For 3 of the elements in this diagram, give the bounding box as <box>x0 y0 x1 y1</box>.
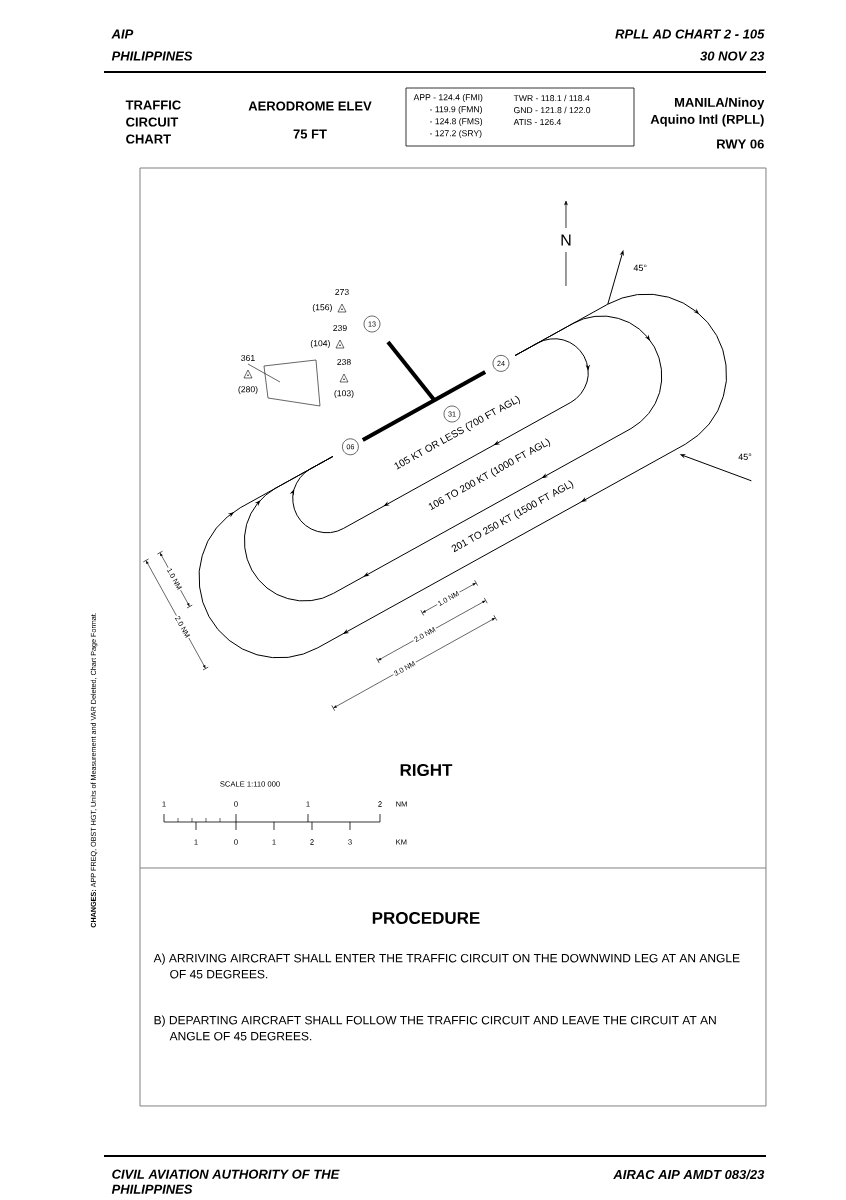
section-heading: PROCEDURE <box>372 912 480 924</box>
view-label: RIGHT <box>400 764 453 776</box>
north-label: N <box>561 234 571 246</box>
